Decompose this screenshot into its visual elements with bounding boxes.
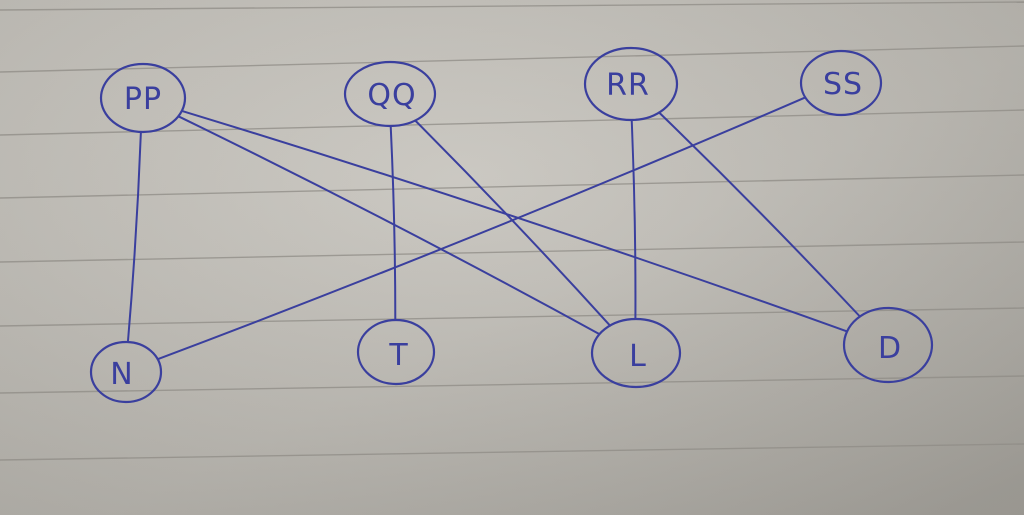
node-n-circle <box>89 340 163 404</box>
node-ss-circle <box>799 49 883 117</box>
edge-qq-t <box>389 125 397 321</box>
node-ss: SS <box>799 49 883 117</box>
edge-pp-l <box>177 115 601 336</box>
edge-rr-d <box>658 111 861 318</box>
node-pp-circle <box>99 62 187 134</box>
node-t-circle <box>356 318 436 386</box>
node-d: D <box>842 306 934 384</box>
node-pp: PP <box>99 62 187 134</box>
node-l-label: L <box>629 339 647 374</box>
edge-ss-n <box>156 96 807 361</box>
node-l-circle <box>590 317 682 389</box>
node-qq-circle <box>343 60 437 128</box>
edge-pp-d <box>180 109 849 333</box>
node-l: L <box>590 317 682 389</box>
ruled-line <box>0 307 1024 327</box>
graph-nodes: PP QQ RR SS N T L D <box>89 46 934 404</box>
node-ss-label: SS <box>823 67 863 102</box>
ruled-line <box>0 1 1024 11</box>
ruled-line <box>0 443 1024 461</box>
ruled-line <box>0 375 1024 394</box>
node-d-circle <box>842 306 934 384</box>
node-rr: RR <box>583 46 679 122</box>
edge-qq-l <box>414 119 611 327</box>
node-t: T <box>356 318 436 386</box>
node-qq: QQ <box>343 60 437 128</box>
ruled-line <box>0 45 1024 73</box>
node-pp-label: PP <box>124 82 162 117</box>
node-t-label: T <box>388 338 408 373</box>
node-rr-label: RR <box>606 68 650 103</box>
edge-rr-l <box>630 119 637 320</box>
graph-edges <box>126 96 861 361</box>
ruled-line <box>0 241 1024 263</box>
ruled-lines <box>0 1 1024 461</box>
node-d-label: D <box>878 331 902 366</box>
node-n: N <box>89 340 163 404</box>
node-qq-label: QQ <box>367 78 416 113</box>
ruled-line <box>0 174 1024 199</box>
edge-pp-n <box>126 131 142 343</box>
node-n-label: N <box>110 357 133 392</box>
node-rr-circle <box>583 46 679 122</box>
